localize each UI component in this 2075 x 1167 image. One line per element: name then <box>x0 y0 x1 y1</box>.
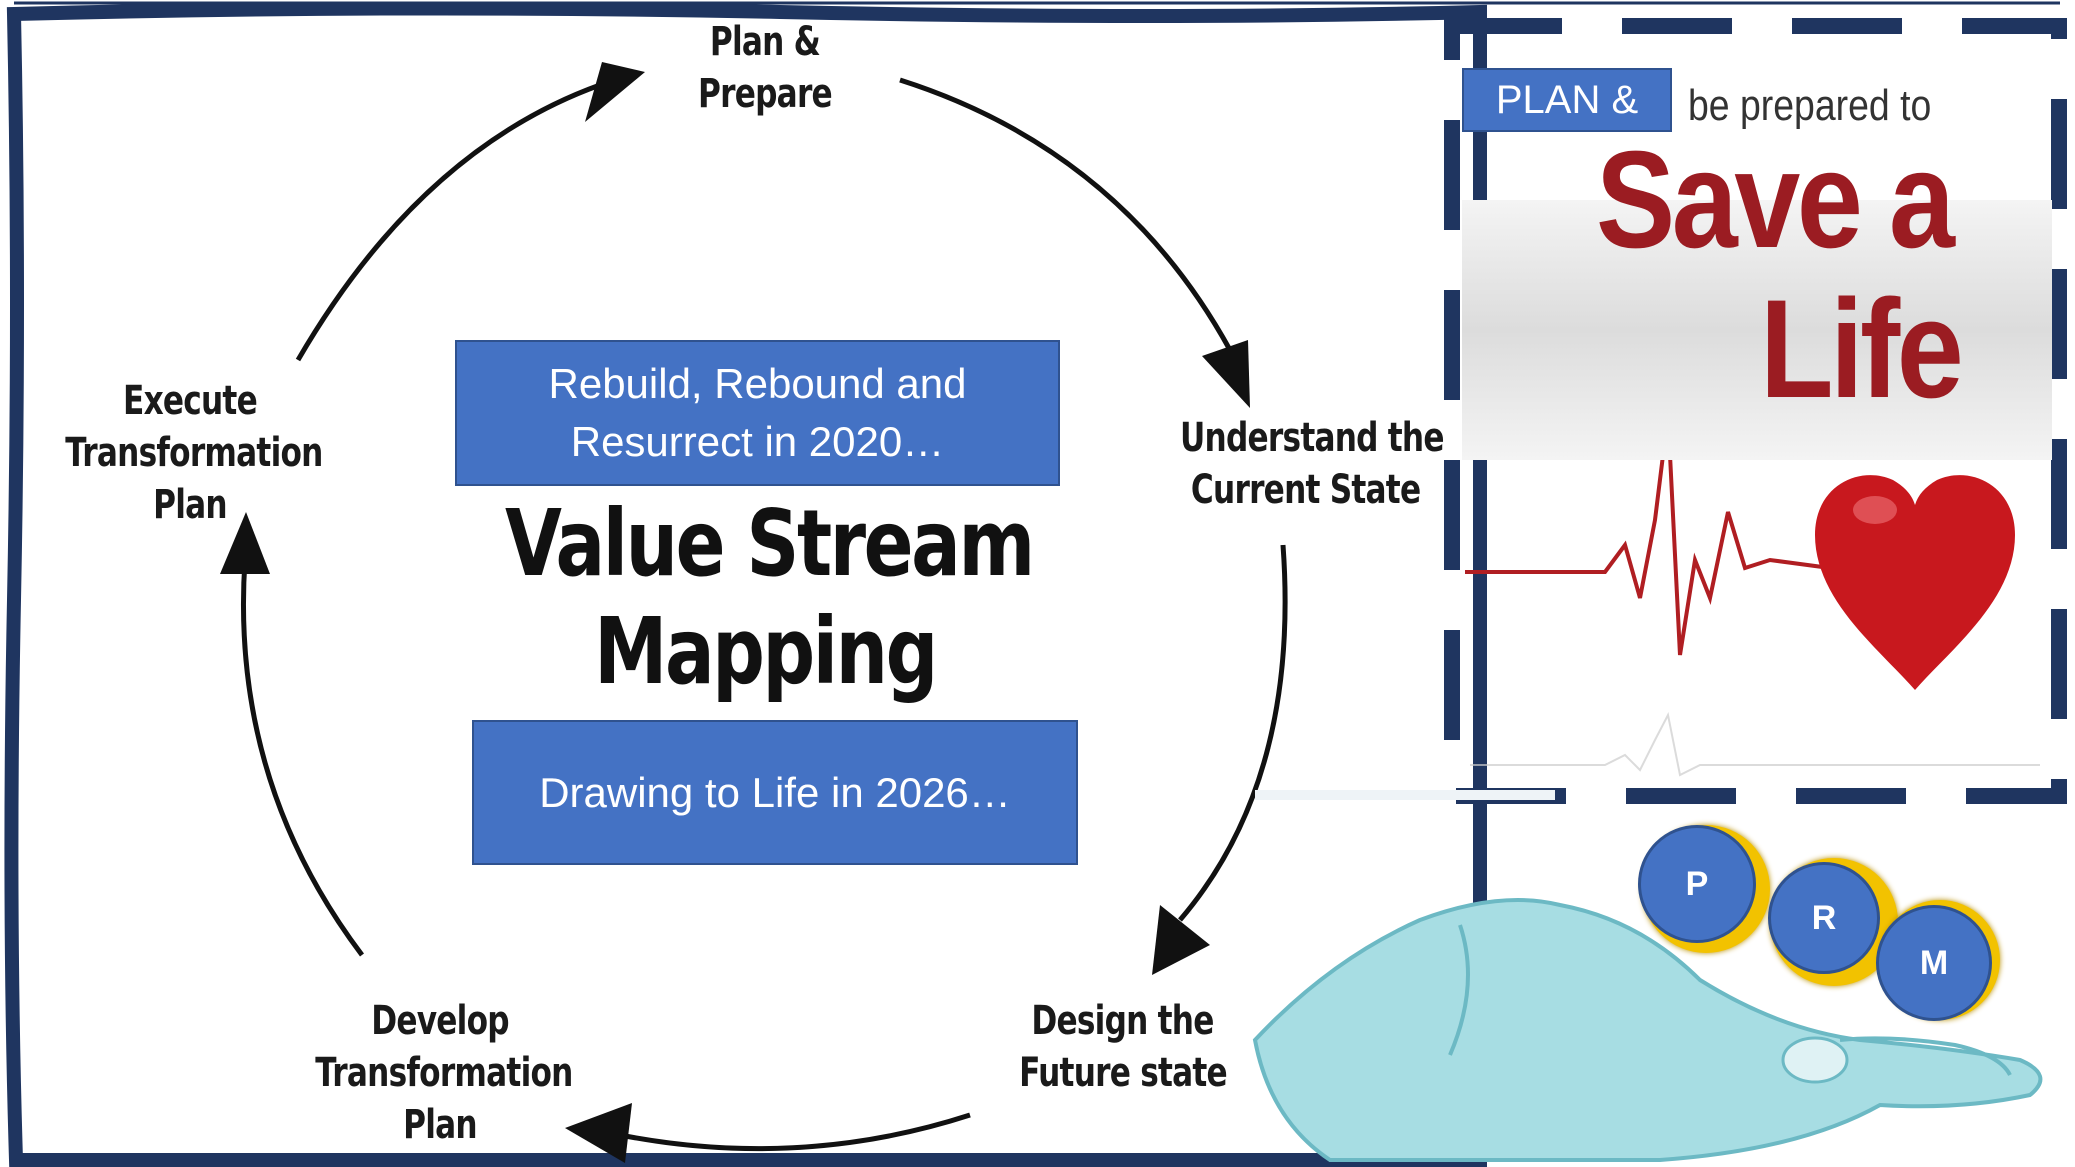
cycle-step-understand-current-state: Understand the Current State <box>1180 412 1445 516</box>
step-line: Prepare <box>698 71 833 117</box>
left-panel-border <box>4 1 1487 1167</box>
arrow-design-to-develop <box>619 1112 971 1152</box>
step-line: Plan & <box>709 19 821 65</box>
arrow-understand-to-design <box>1178 544 1288 922</box>
prm-ball-m: M <box>1876 905 1992 1021</box>
arrow-develop-to-execute <box>240 559 364 957</box>
step-line: Develop <box>371 998 509 1044</box>
poster-tag-text: PLAN & <box>1495 78 1639 122</box>
poster-life: Life <box>1760 270 1964 427</box>
prm-letter: P <box>1685 864 1709 903</box>
drawing-to-life-box: Drawing to Life in 2026… <box>472 720 1078 865</box>
hand-palm <box>1252 898 2043 1162</box>
arrowhead-develop <box>565 1103 632 1163</box>
prm-letter: R <box>1811 898 1837 937</box>
poster-gradient-band <box>1462 200 2052 460</box>
poster-save-a: Save a <box>1596 123 1955 277</box>
prm-ball-p: P <box>1638 825 1756 943</box>
poster-subtitle: be prepared to <box>1688 81 1932 130</box>
arrowhead-design <box>1152 905 1210 975</box>
arrowhead-plan <box>585 62 645 122</box>
cycle-step-execute-transformation-plan: Execute Transformation Plan <box>65 375 323 531</box>
center-title-line: Mapping <box>594 598 938 705</box>
step-line: Design the <box>1031 998 1214 1044</box>
step-line: Plan <box>403 1102 477 1148</box>
box-line: Rebuild, Rebound and <box>548 360 967 407</box>
cycle-step-design-future-state: Design the Future state <box>1019 995 1228 1099</box>
arrowhead-understand <box>1202 340 1250 408</box>
prm-letter: M <box>1919 943 1949 982</box>
open-hand-illustration <box>1252 790 2043 1162</box>
cycle-arrows <box>240 77 1288 1152</box>
heart-icon <box>1815 475 2015 690</box>
step-line: Future state <box>1019 1050 1228 1096</box>
poster-tag: PLAN & <box>1462 68 1672 132</box>
center-title: Value Stream Mapping <box>505 490 1035 706</box>
heartbeat-line <box>1465 414 1831 656</box>
arrow-execute-to-plan <box>295 82 601 362</box>
heart-reflection <box>1470 712 2040 777</box>
rebuild-rebound-box: Rebuild, Rebound and Resurrect in 2020… <box>455 340 1060 486</box>
step-line: Execute <box>123 378 258 424</box>
cycle-step-plan-prepare: Plan & Prepare <box>679 16 851 120</box>
arrowhead-execute <box>220 512 270 574</box>
step-line: Plan <box>153 482 227 528</box>
center-title-line: Value Stream <box>505 490 1035 597</box>
box-line: Drawing to Life in 2026… <box>539 768 1011 816</box>
prm-ball-r: R <box>1768 862 1880 974</box>
hand-thumb-nail <box>1781 1036 1849 1084</box>
cycle-step-develop-transformation-plan: Develop Transformation Plan <box>315 995 573 1151</box>
step-line: Current State <box>1190 467 1421 513</box>
box-line: Resurrect in 2020… <box>570 418 945 465</box>
arrow-plan-to-understand <box>899 77 1233 352</box>
hand-fingers <box>1448 924 2012 1077</box>
arrow-heads <box>220 62 1250 1163</box>
step-line: Understand the <box>1180 415 1445 461</box>
step-line: Transformation <box>65 430 323 476</box>
heart-highlight <box>1853 496 1897 524</box>
step-line: Transformation <box>315 1050 573 1096</box>
